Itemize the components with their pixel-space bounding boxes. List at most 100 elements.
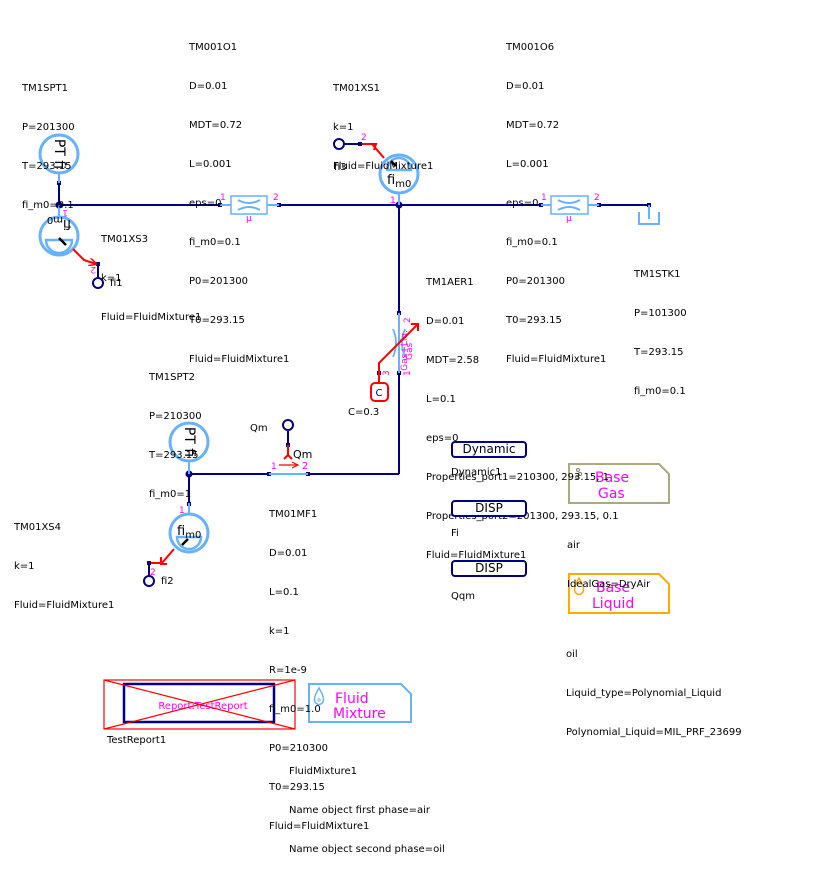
param-line: L=0.1 — [426, 394, 456, 405]
param-line: Liquid_type=Polynomial_Liquid — [566, 688, 722, 699]
param-line: eps=0 — [426, 433, 459, 444]
pt-source-icon-text: PT fi — [181, 427, 197, 457]
constant-block[interactable]: C — [370, 373, 389, 402]
fi-sensor-icon-text: fim0 — [47, 214, 71, 231]
param-line: D=0.01 — [189, 81, 228, 92]
component-name: TM1AER1 — [426, 277, 474, 288]
component-name: TM01MF1 — [269, 509, 318, 520]
disp-qqm-label: Qqm — [451, 591, 475, 602]
tank-tm1stk1[interactable] — [638, 205, 660, 225]
orifice-tm001o6[interactable]: μ 1 2 — [541, 193, 600, 224]
aerator-icon — [392, 328, 406, 358]
param-line: fi_m0=0.1 — [189, 237, 241, 248]
fi-sensor-tm01xs3[interactable]: fim0 1 2 — [38, 205, 96, 274]
component-name: air — [567, 540, 581, 551]
tm1stk1-params: TM1STK1 P=101300 T=293.15 fi_m0=0.1 — [634, 242, 687, 411]
mixture-bubble-icon — [317, 698, 321, 702]
output-connector-icon — [333, 138, 345, 150]
component-name: TM001O1 — [189, 42, 238, 53]
param-line: D=0.01 — [506, 81, 545, 92]
param-line: P0=210300 — [269, 743, 328, 754]
fi-sensor-tm01xs1[interactable]: fim0 1 2 — [361, 133, 420, 206]
tm001o6-params: TM001O6 D=0.01 MDT=0.72 L=0.001 eps=0 fi… — [506, 15, 606, 379]
param-line: L=0.1 — [269, 587, 299, 598]
component-name: TM001O6 — [506, 42, 555, 53]
gauge-needle-icon — [58, 237, 67, 246]
param-line: P=201300 — [22, 122, 75, 133]
component-name: TM01XS3 — [101, 234, 149, 245]
param-line: eps=0 — [189, 198, 222, 209]
base-liquid-frame — [568, 573, 670, 614]
param-line: eps=0 — [506, 198, 539, 209]
signal-line — [151, 548, 175, 564]
disp-fi-button[interactable]: DISP — [451, 500, 527, 517]
aerator-tm1aer1[interactable]: Gas+Liq. Gas 2 1 3 — [378, 313, 419, 376]
port-label: 2 — [302, 461, 308, 472]
param-line: Fluid=FluidMixture1 — [426, 550, 527, 561]
output-connector-icon — [143, 575, 155, 587]
tm1spt2-params: TM1SPT2 P=210300 T=293.15 fi_m0=1 — [149, 345, 202, 514]
param-line: L=0.001 — [189, 159, 232, 170]
port-label: 2 — [361, 133, 367, 143]
param-line: T0=293.15 — [506, 315, 562, 326]
fluid-mixture-block[interactable]: Fluid Mixture — [308, 683, 412, 723]
dynamic-button[interactable]: Dynamic — [451, 441, 527, 458]
signal-arrow-icon — [411, 323, 419, 331]
param-line: Fluid=FluidMixture1 — [333, 161, 434, 172]
param-line: T=293.15 — [22, 161, 72, 172]
report-inner-frame — [122, 682, 276, 724]
tm1spt1-params: TM1SPT1 P=201300 T=293.15 fi_m0=0.1 — [22, 56, 75, 225]
disp-qqm-button[interactable]: DISP — [451, 560, 527, 577]
param-line: Fluid=FluidMixture1 — [101, 312, 202, 323]
component-name: FluidMixture1 — [289, 766, 357, 777]
report-block[interactable]: Report:TestReport — [103, 679, 296, 730]
fi2-label: fi2 — [161, 576, 174, 587]
param-line: D=0.01 — [426, 316, 465, 327]
param-line: Polynomial_Liquid=MIL_PRF_23699 — [566, 727, 742, 738]
tm01xs3-params: TM01XS3 k=1 Fluid=FluidMixture1 — [101, 207, 201, 337]
gauge-arc-icon — [385, 156, 413, 172]
port-label: 2 — [594, 193, 600, 203]
fi-sensor-tm01xs4[interactable]: 1 fim0 2 — [150, 503, 210, 578]
port-label: 2 — [90, 264, 96, 274]
base-liquid-block[interactable]: Base Liquid — [568, 573, 670, 614]
base-gas-block[interactable]: Base Gas — [568, 463, 670, 504]
droplet-icon — [573, 576, 585, 596]
param-line: k=1 — [269, 626, 290, 637]
orifice-mu-text: μ — [246, 214, 252, 224]
fi-sensor-icon-text: fim0 — [387, 173, 411, 190]
param-line: Name object first phase=air — [289, 805, 430, 816]
orifice-tm001o1[interactable]: μ 1 2 — [220, 193, 279, 224]
fluid-mixture-title: Fluid — [335, 691, 369, 707]
component-name: TM1STK1 — [634, 269, 681, 280]
fi3-label: fi3 — [334, 162, 347, 173]
disabled-cross-icon — [103, 679, 296, 730]
param-line: T=293.15 — [634, 347, 684, 358]
param-line: MDT=0.72 — [506, 120, 560, 131]
signal-arrow-icon — [160, 557, 167, 565]
param-line: R=1e-9 — [269, 665, 307, 676]
output-fi1[interactable] — [92, 277, 104, 289]
param-line: fi_m0=1.0 — [269, 704, 321, 715]
wires — [58, 143, 649, 576]
aerator-label-bottom: Gas — [405, 343, 415, 360]
param-line: MDT=2.58 — [426, 355, 480, 366]
gauge-needle-icon — [181, 538, 189, 546]
output-fi2[interactable] — [143, 575, 155, 587]
aerator-label-top: Gas+Liq. — [400, 330, 410, 371]
flow-arrowhead-icon — [291, 461, 300, 469]
base-gas-title: Base — [595, 470, 629, 486]
gauge-arc-icon — [175, 535, 203, 551]
pt-source-tm1spt2[interactable]: PT fi — [168, 421, 210, 474]
param-line: k=1 — [101, 273, 122, 284]
port-label: 1 — [271, 462, 277, 472]
param-line: P=210300 — [149, 411, 202, 422]
pt-source-tm1spt1[interactable]: PT fi — [38, 133, 80, 183]
output-qm[interactable] — [282, 419, 294, 431]
param-line: D=0.01 — [269, 548, 308, 559]
mass-flow-tm01mf1[interactable]: 1 2 Qm — [269, 445, 312, 475]
param-line: Fluid=FluidMixture1 — [14, 600, 115, 611]
fluid-mixture-frame — [308, 683, 412, 723]
tank-icon — [638, 212, 660, 225]
output-fi3[interactable] — [333, 138, 345, 150]
